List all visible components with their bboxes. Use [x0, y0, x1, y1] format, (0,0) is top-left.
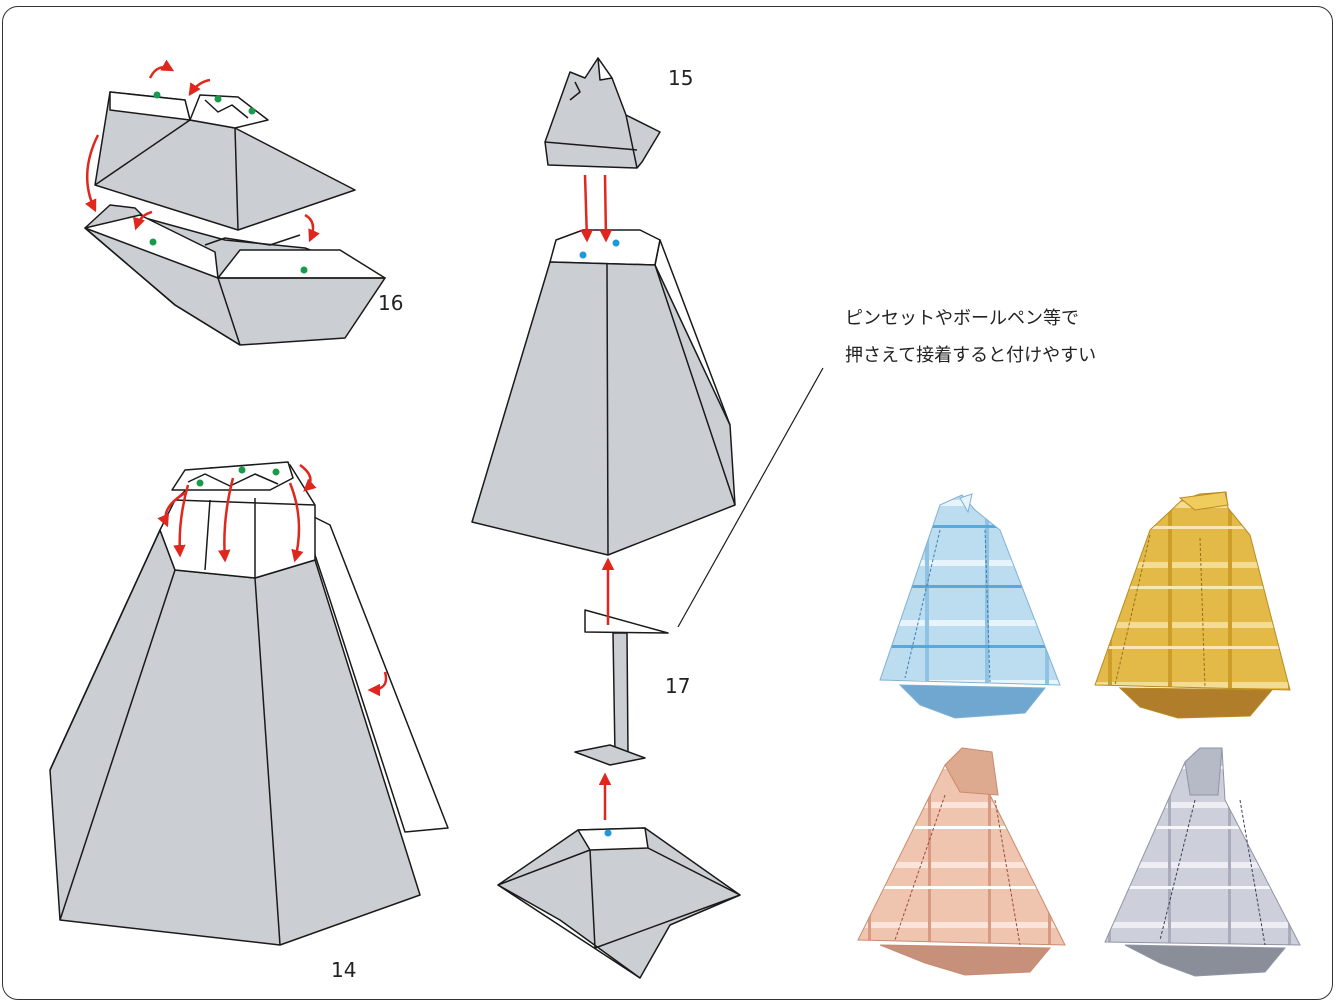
middle-body-illustration [471, 174, 736, 556]
callout-note-line-2: 押さえて接着すると付けやすい [845, 345, 1096, 366]
step-15-label: 15 [668, 66, 693, 90]
step-14-illustration [49, 461, 449, 946]
step-16-label: 16 [378, 291, 403, 315]
step-14-label: 14 [331, 958, 356, 982]
pink-plaid-model [857, 747, 1066, 976]
blue-plaid-model [879, 493, 1061, 719]
step-15-illustration [544, 57, 661, 169]
bottom-piece-illustration [497, 827, 741, 979]
gray-plaid-model [1104, 747, 1301, 977]
yellow-plaid-model [1094, 491, 1291, 719]
callout-leader-line [677, 367, 824, 628]
step-17-stand-illustration [574, 557, 669, 820]
step-16-illustration [84, 59, 386, 346]
diagram-frame [2, 6, 1333, 1000]
callout-note-line-1: ピンセットやボールペン等で [845, 308, 1079, 329]
step-17-label: 17 [665, 674, 690, 698]
